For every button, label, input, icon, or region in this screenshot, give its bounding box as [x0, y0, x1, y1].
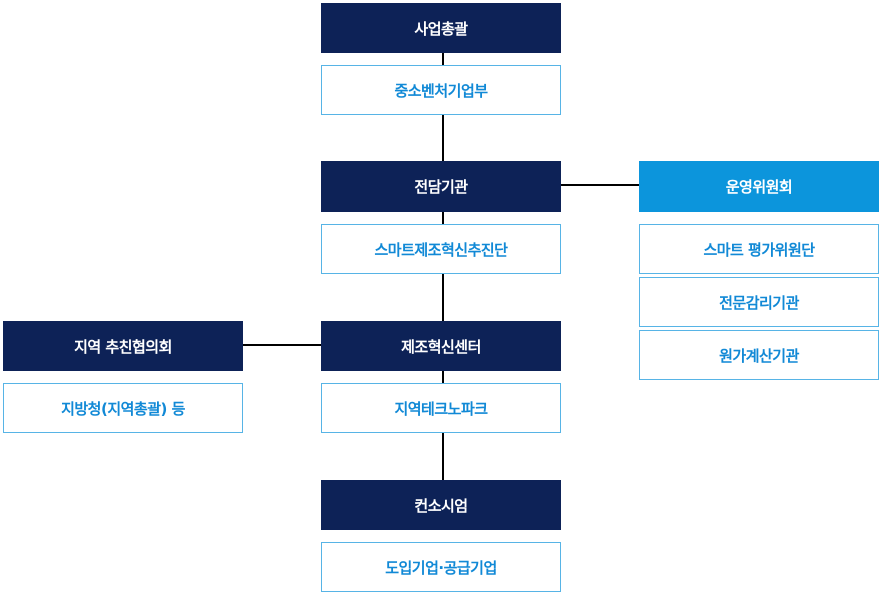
committee-item-supervision: 전문감리기관 — [639, 277, 879, 327]
connector-council-to-center — [243, 344, 321, 346]
connector-agency-to-committee — [561, 184, 639, 186]
business-overall-header: 사업총괄 — [321, 3, 561, 53]
consortium-body: 도입기업·공급기업 — [321, 542, 561, 592]
consortium-header: 컨소시엄 — [321, 480, 561, 530]
business-overall-body: 중소벤처기업부 — [321, 65, 561, 115]
regional-council-header: 지역 추친협의회 — [3, 321, 243, 371]
innovation-center-body: 지역테크노파크 — [321, 383, 561, 433]
committee-item-evaluation: 스마트 평가위원단 — [639, 224, 879, 274]
dedicated-agency-header: 전담기관 — [321, 161, 561, 212]
dedicated-agency-body: 스마트제조혁신추진단 — [321, 224, 561, 274]
innovation-center-header: 제조혁신센터 — [321, 321, 561, 371]
regional-council-body: 지방청(지역총괄) 등 — [3, 383, 243, 433]
committee-header: 운영위원회 — [639, 161, 879, 212]
committee-item-cost: 원가계산기관 — [639, 330, 879, 380]
